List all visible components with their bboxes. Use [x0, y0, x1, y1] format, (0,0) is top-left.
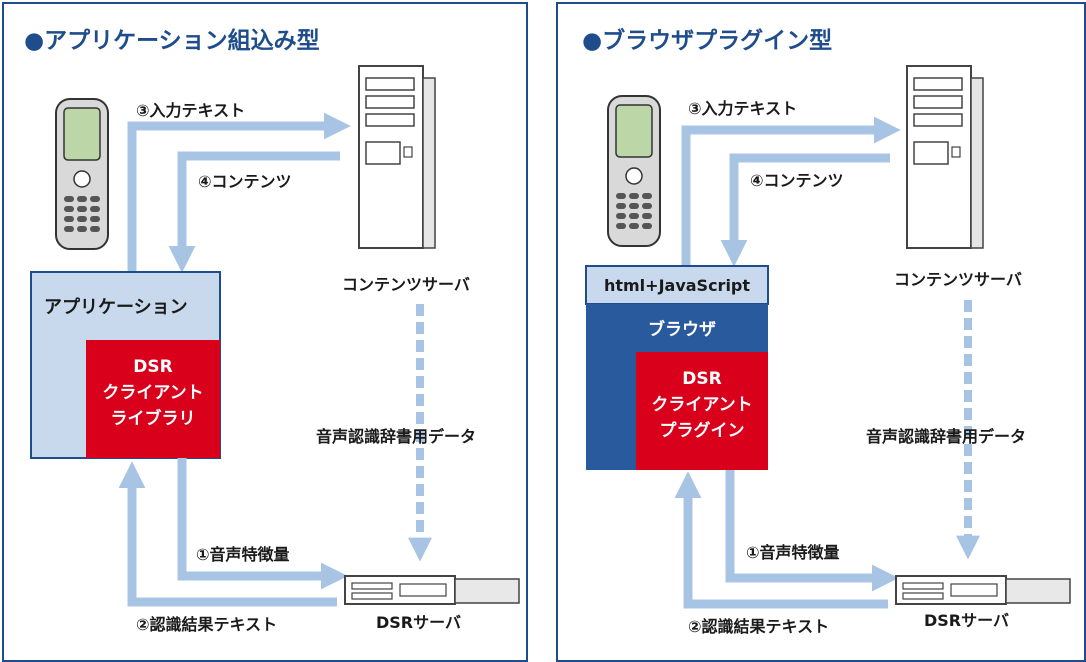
plugin-line-1: DSR — [682, 369, 721, 389]
content-server-label: コンテンツサーバ — [342, 275, 470, 294]
arrow-input-text — [681, 116, 901, 266]
content-server-label: コンテンツサーバ — [894, 270, 1022, 289]
step3-label: ③入力テキスト — [136, 101, 245, 120]
library-line-3: ライブラリ — [111, 408, 196, 429]
mobile-phone-icon — [55, 98, 109, 250]
arrow-contents — [168, 151, 340, 273]
arrow-contents — [720, 153, 890, 267]
content-server-icon — [358, 65, 436, 249]
mobile-phone-icon — [607, 95, 661, 247]
content-server-icon — [906, 65, 984, 249]
step1-label: ①音声特徴量 — [196, 545, 290, 564]
panel-browser-plugin: ●ブラウザプラグイン型 — [556, 2, 1086, 662]
dsr-server-label: DSRサーバ — [376, 613, 461, 632]
step2-label: ②認識結果テキスト — [136, 615, 277, 634]
dict-data-label: 音声認識辞書用データ — [316, 427, 476, 446]
arrow-input-text — [127, 112, 351, 272]
arrow-voice-features — [177, 458, 348, 590]
left-diagram-svg: ●アプリケーション組込み型 — [24, 27, 520, 634]
arrow-recognition-result — [118, 461, 337, 607]
application-box-title: アプリケーション — [44, 296, 188, 318]
html-javascript-box — [585, 265, 769, 305]
panel-title: ●アプリケーション組込み型 — [24, 27, 320, 54]
dsr-server-label: DSRサーバ — [924, 611, 1009, 630]
browser-label: ブラウザ — [648, 319, 716, 340]
arrow-voice-features — [725, 470, 899, 592]
step2-label: ②認識結果テキスト — [688, 617, 829, 636]
dsr-client-plugin-box — [636, 352, 768, 470]
step4-label: ④コンテンツ — [750, 171, 844, 190]
dsr-client-library-box — [86, 340, 220, 458]
library-line-2: クライアント — [102, 383, 203, 403]
html-javascript-label: html+JavaScript — [604, 276, 750, 295]
plugin-line-2: クライアント — [651, 395, 752, 415]
step3-label: ③入力テキスト — [688, 99, 797, 118]
panel-application-embedded: ●アプリケーション組込み型 — [2, 2, 528, 662]
plugin-line-3: プラグイン — [660, 420, 745, 441]
panel-title: ●ブラウザプラグイン型 — [582, 27, 832, 54]
right-diagram-svg: ●ブラウザプラグイン型 — [582, 27, 1071, 636]
step1-label: ①音声特徴量 — [746, 543, 840, 562]
dsr-server-icon — [344, 575, 520, 605]
dsr-server-icon — [895, 575, 1071, 605]
dict-data-label: 音声認識辞書用データ — [866, 427, 1026, 446]
arrow-recognition-result — [674, 471, 888, 609]
step4-label: ④コンテンツ — [198, 172, 292, 191]
library-line-1: DSR — [133, 357, 172, 377]
